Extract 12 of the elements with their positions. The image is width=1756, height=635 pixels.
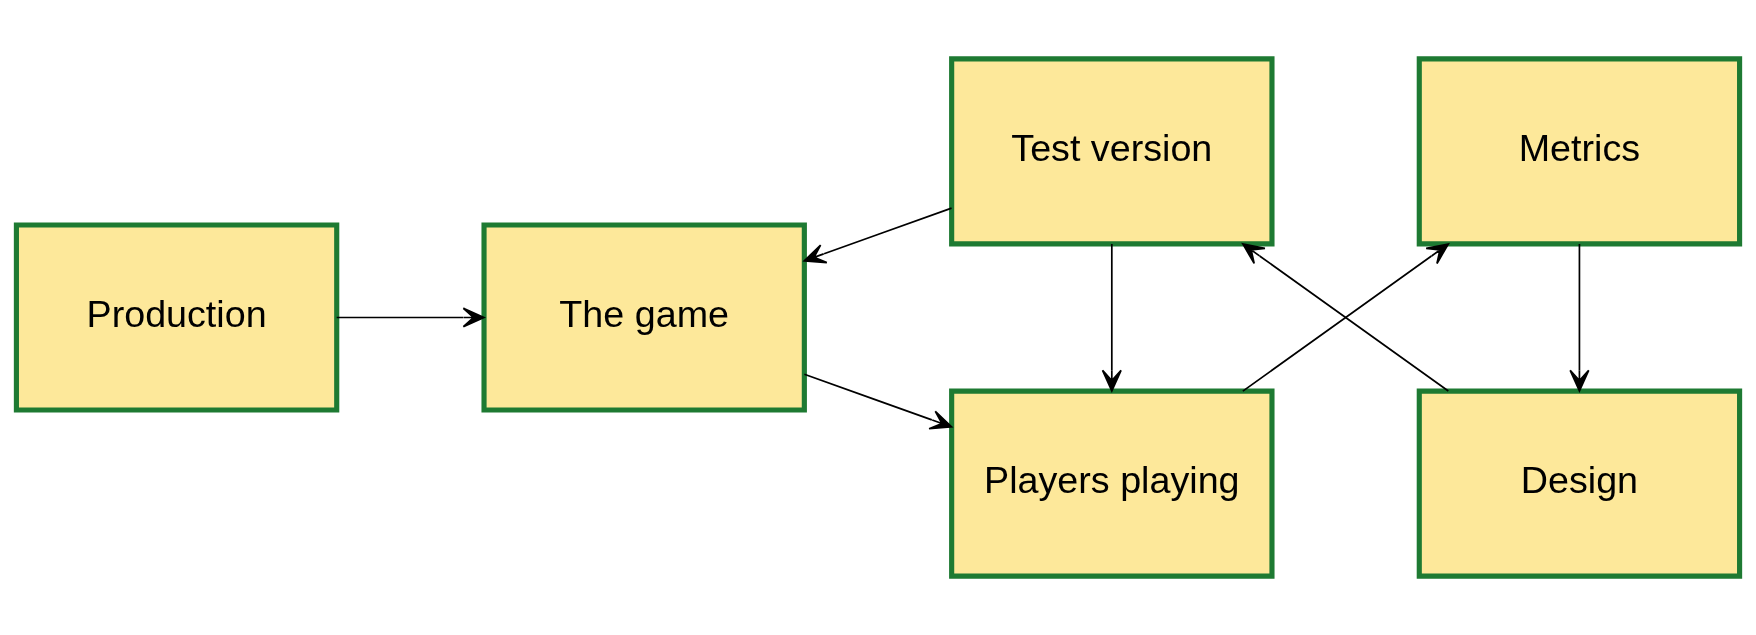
arrow [1101,243,1122,392]
node-box: Metrics [1416,56,1743,247]
arrow [1241,243,1450,392]
node-box: Design [1416,388,1743,579]
node-box: Test version [949,56,1275,247]
node-box: The game [481,222,807,413]
arrow [803,373,953,430]
node-box: Production [13,222,340,413]
arrow [803,207,953,264]
arrow [335,307,485,328]
node-box: Players playing [949,388,1275,579]
arrow [1569,243,1590,392]
